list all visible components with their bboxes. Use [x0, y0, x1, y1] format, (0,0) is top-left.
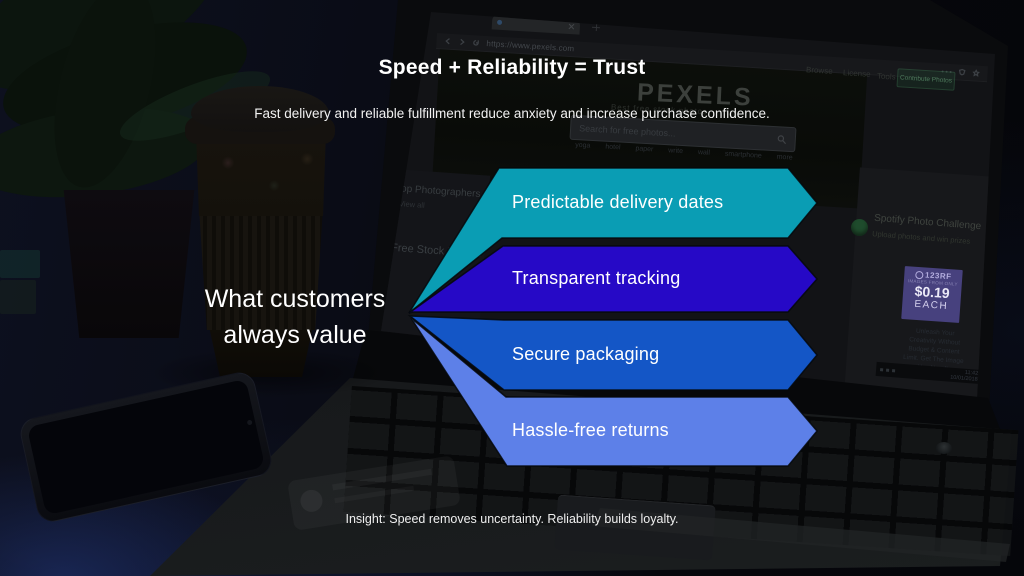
source-label-line1: What customers: [204, 285, 386, 313]
source-label-line2: always value: [223, 321, 367, 349]
insight-text: Insight: Speed removes uncertainty. Reli…: [345, 512, 679, 526]
arrow-shape-2: [408, 245, 818, 314]
slide-subtitle: Fast delivery and reliable fulfillment r…: [254, 106, 770, 121]
arrow-label-4: Hassle-free returns: [512, 420, 669, 440]
arrow-label-1: Predictable delivery dates: [512, 192, 724, 212]
arrow-shape-4: [410, 317, 818, 467]
arrow-label-3: Secure packaging: [512, 344, 660, 364]
arrow-shape-1: [408, 167, 818, 314]
source-label: What customers always value: [150, 281, 440, 353]
slide-title: Speed + Reliability = Trust: [378, 56, 646, 79]
arrow-shape-3: [407, 315, 818, 391]
arrow-label-2: Transparent tracking: [512, 268, 681, 288]
